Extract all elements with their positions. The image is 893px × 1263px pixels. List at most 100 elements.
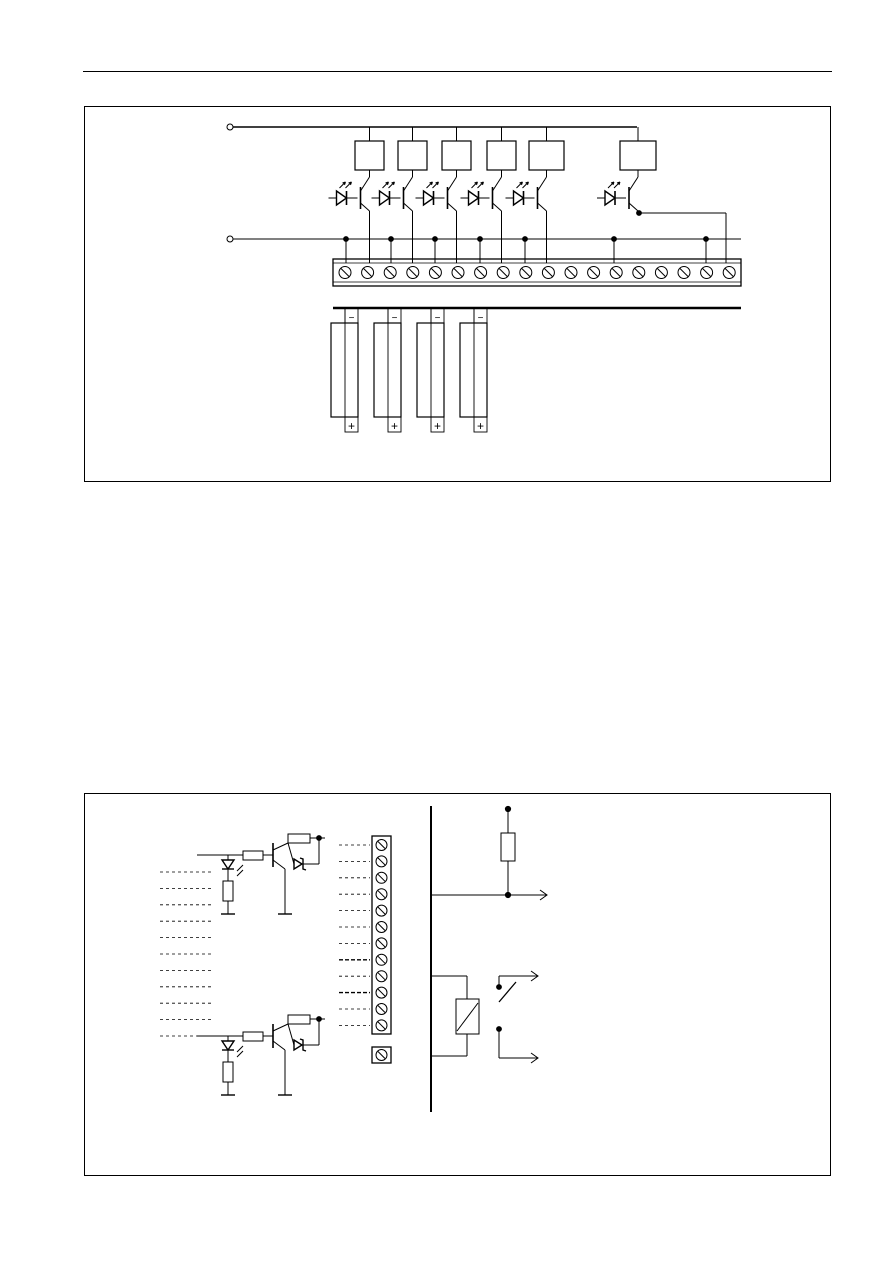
header-rule [83, 71, 832, 72]
collector-resistor [287, 1014, 311, 1025]
transistor-collector [492, 176, 502, 192]
transistor-emitter [403, 202, 413, 212]
terminal-screw-slot [340, 268, 350, 277]
terminal-screw [375, 970, 388, 983]
transistor-emitter [537, 202, 547, 212]
terminal-screw-slot [377, 857, 386, 866]
arrow-icon [539, 889, 548, 901]
light-arrow-icon [522, 181, 529, 189]
extra-terminal [371, 1046, 392, 1064]
body-text [83, 520, 832, 760]
relay-coil-mark [456, 1002, 479, 1032]
terminal-strip [332, 258, 742, 287]
battery-body [330, 322, 359, 418]
light-arrow-icon [236, 1045, 244, 1058]
transistor-collector [360, 176, 370, 192]
terminal-screw-slot [385, 268, 395, 277]
terminal-screw-slot [634, 268, 644, 277]
zener-bar [299, 857, 307, 871]
transistor-emitter [272, 1040, 286, 1051]
terminal-screw [722, 266, 736, 279]
battery-body [416, 322, 445, 418]
battery-plus-label: + [348, 419, 355, 433]
terminal-screw-slot [431, 268, 440, 277]
light-arrow-icon [432, 181, 439, 189]
terminal-screw-slot [363, 268, 372, 277]
battery-holder [430, 307, 445, 433]
terminal-screw [700, 266, 714, 279]
terminal-screw [654, 266, 668, 279]
terminal-column-body [371, 835, 392, 1035]
terminal-screw-slot [377, 1021, 386, 1030]
extra-terminal-screw [375, 1049, 388, 1061]
transistor-collector [272, 842, 289, 851]
terminal-screw-slot [589, 268, 598, 277]
transistor-emitter [272, 859, 286, 870]
battery-body [373, 322, 402, 418]
terminal-screw-slot [521, 268, 531, 277]
light-arrow-icon [388, 181, 395, 189]
led-icon [512, 189, 525, 207]
terminal-screw-slot [498, 268, 508, 277]
terminal-screw [541, 266, 555, 279]
output-bus [636, 210, 727, 263]
terminal-screw-slot [377, 890, 386, 899]
battery-minus-label: − [478, 313, 484, 324]
terminal-screw [375, 1003, 388, 1015]
terminal-screw-slot [377, 906, 386, 915]
transistor-collector [403, 176, 413, 192]
terminal-screw-slot [377, 1005, 386, 1013]
relay-coil-box [619, 140, 657, 171]
terminal-screw [451, 266, 465, 279]
zener-bar [299, 1038, 307, 1052]
terminal-screw-slot [611, 268, 621, 277]
light-arrow-icon [471, 181, 478, 189]
terminal-screw [375, 1019, 388, 1032]
extra-terminal-slot [377, 1051, 386, 1059]
opto-input-stage-top [197, 833, 325, 915]
terminal-strip-body [332, 258, 742, 287]
light-arrow-icon [339, 181, 346, 189]
transistor-collector [272, 1023, 289, 1032]
terminal-screw-slot [702, 268, 711, 277]
battery-plus-label: + [477, 419, 484, 433]
terminal-screw [375, 839, 388, 851]
wiring-diagram-2-canvas [160, 805, 548, 1112]
light-arrow-icon [426, 181, 433, 189]
battery-holder [387, 307, 402, 433]
terminal-screw [383, 266, 397, 279]
led-icon [467, 189, 480, 207]
terminal-screw-slot [377, 873, 386, 882]
terminal-screw-slot [724, 268, 734, 277]
terminal-screw [375, 953, 388, 966]
terminal-screw [474, 266, 488, 279]
terminal-screw [519, 266, 533, 279]
battery-minus-label: − [435, 313, 441, 324]
input-lines [160, 871, 211, 1037]
led-icon [378, 189, 391, 207]
terminal-screw [375, 871, 388, 884]
transistor-collector [628, 176, 639, 192]
terminal-column-screws [375, 839, 388, 1032]
terminal-screw-slot [377, 972, 386, 981]
transistor-emitter [447, 202, 457, 212]
terminal-screw [361, 266, 375, 279]
terminal-screw [375, 888, 388, 901]
relay-coil-box [486, 140, 517, 171]
terminal-screw [375, 921, 388, 933]
terminal-screw [564, 266, 578, 279]
terminal-screw-slot [453, 268, 463, 277]
terminal-screw [587, 266, 601, 279]
led-resistor [222, 880, 234, 902]
terminal-screw-slot [679, 268, 689, 277]
battery-plus-label: + [391, 419, 398, 433]
relay-coil-box [354, 140, 385, 171]
led-icon [220, 1040, 236, 1052]
led-icon [335, 189, 348, 207]
light-arrow-icon [477, 181, 484, 189]
led-icon [422, 189, 435, 207]
light-arrow-icon [345, 181, 352, 189]
transistor-emitter [628, 202, 639, 212]
battery-plus-label: + [434, 419, 441, 433]
collector-resistor [287, 833, 311, 844]
